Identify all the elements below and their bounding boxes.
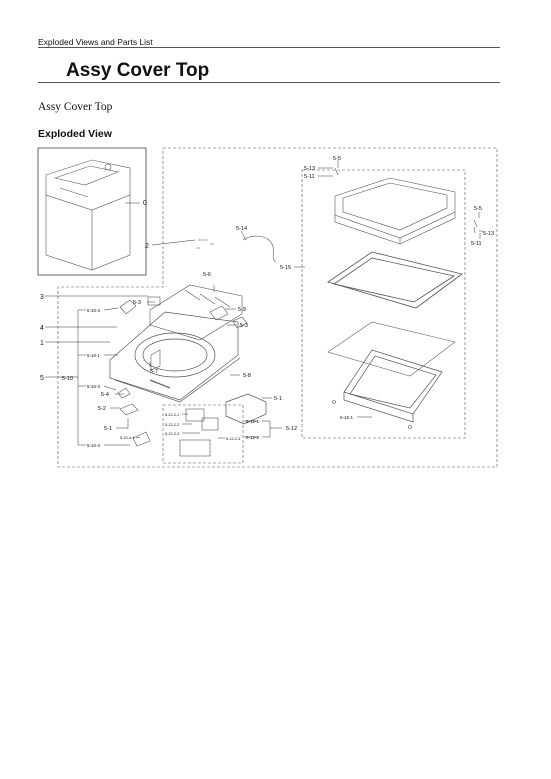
washer-reference-icon: [45, 159, 131, 271]
callout-5-1-right: 5-1: [274, 396, 282, 402]
callout-5-12: 5-12: [286, 426, 297, 432]
cover-assembly-boundary: [301, 169, 466, 439]
callout-5-3-upper: 5-3: [133, 300, 141, 306]
callout-5-2: 5-2: [98, 406, 106, 412]
callout-5-13-right: 5-13: [483, 231, 494, 237]
callout-5-12-2-4: 5-12-2-4: [226, 437, 240, 441]
callout-5-12-2-3: 5-12-2-3: [165, 432, 179, 436]
callout-5-8: 5-8: [243, 373, 251, 379]
callout-2: 2: [145, 243, 149, 250]
callout-4: 4: [40, 325, 44, 332]
top-cover-frame-icon: [334, 177, 456, 245]
cover-gasket-icon: [327, 251, 463, 309]
callout-5-6: 5-6: [203, 272, 211, 278]
dispenser-tray-icon: [179, 408, 219, 457]
callout-1: 1: [40, 340, 44, 347]
callout-5-12-2-2: 5-12-2-2: [165, 423, 179, 427]
washer-reference-frame: [37, 147, 147, 276]
callout-5-10-4: 5-10-4: [87, 443, 101, 448]
detergent-drawer-icon: [225, 393, 267, 425]
callout-5-12-2: 5-12-2: [246, 435, 260, 440]
section-heading: Exploded View: [38, 128, 112, 140]
callout-5-10-3: 5-10-3: [87, 384, 101, 389]
callout-5-11-left: 5-11: [304, 174, 315, 180]
callout-5-14: 5-14: [236, 226, 247, 232]
callout-5-7: 5-7: [150, 369, 158, 375]
cover-lower-frame-icon: [343, 349, 443, 423]
outer-dashed-boundary: [57, 147, 498, 468]
callout-3: 3: [40, 294, 44, 301]
callout-5-15-1: 5-15-1: [340, 415, 354, 420]
callout-0: 0: [143, 200, 147, 207]
callout-5-4: 5-4: [101, 392, 109, 398]
page-title: Assy Cover Top: [66, 60, 210, 81]
callout-5-13-left: 5-13: [304, 166, 315, 172]
glass-panel-icon: [327, 321, 456, 377]
callout-5-10-4-1: 5-10-4-1: [120, 436, 134, 440]
header-section-label: Exploded Views and Parts List: [38, 37, 153, 47]
callout-5-5-left: 5-5: [333, 156, 341, 162]
title-divider: [38, 82, 500, 83]
cover-deck-icon: [109, 311, 241, 403]
callout-5-15: 5-15: [280, 265, 291, 271]
callout-5-5-right: 5-5: [474, 206, 482, 212]
callout-5-10: 5-10: [62, 376, 73, 382]
callout-5-12-1: 5-12-1: [246, 419, 260, 424]
callout-5-12-2-1: 5-12-2-1: [165, 413, 179, 417]
callout-5-9: 5-9: [238, 307, 246, 313]
small-parts-icon: [117, 167, 478, 447]
callout-5-11-right: 5-11: [471, 241, 482, 247]
subtitle: Assy Cover Top: [38, 101, 113, 113]
callout-5-10-1: 5-10-1: [87, 353, 101, 358]
control-panel-icon: [149, 284, 243, 341]
callout-5-1-left: 5-1: [104, 426, 112, 432]
subassembly-5-12-2-boundary: [162, 404, 244, 464]
callout-5: 5: [40, 375, 44, 382]
header-divider: [38, 47, 500, 48]
callout-5-10-2: 5-10-2: [87, 308, 101, 313]
callout-5-3-lower: 5-3: [240, 323, 248, 329]
